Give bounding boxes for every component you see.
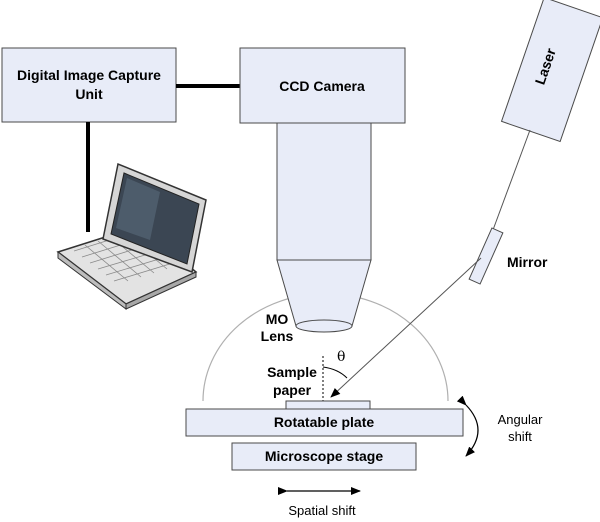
laser-beam-reflected: [330, 257, 482, 398]
mirror: [468, 227, 504, 285]
capture-unit-label-line2: Unit: [75, 86, 103, 102]
objective-lens: [295, 319, 353, 333]
ccd-camera-label: CCD Camera: [279, 78, 365, 94]
ccd-camera-box: [239, 47, 406, 124]
microscope-tube: [276, 122, 372, 261]
angular-shift-label-line1: Angular: [498, 412, 543, 427]
capture-unit-label-line1: Digital Image Capture: [17, 67, 161, 83]
theta-symbol: θ: [337, 349, 345, 365]
sample-paper-label-line2: paper: [273, 382, 312, 398]
spatial-shift-label: Spatial shift: [288, 503, 356, 518]
objective-cone: [276, 259, 372, 327]
rotatable-plate-label: Rotatable plate: [274, 414, 375, 430]
microscope-stage-label: Microscope stage: [265, 448, 383, 464]
laser-beam-incident: [489, 129, 531, 239]
microscope-stage: [231, 442, 417, 471]
angular-shift-arrow: [456, 395, 479, 457]
capture-unit-box: [1, 47, 177, 123]
sample-paper-label-line1: Sample: [267, 364, 317, 380]
mo-lens-label-line2: Lens: [261, 328, 294, 344]
theta-arc: [322, 366, 348, 379]
sample-paper: [285, 400, 371, 410]
angular-shift-label-line2: shift: [508, 429, 532, 444]
laser-box: [500, 0, 600, 143]
laptop-icon: [56, 162, 207, 310]
mo-lens-label-line1: MO: [266, 311, 289, 327]
mirror-label: Mirror: [507, 254, 548, 270]
